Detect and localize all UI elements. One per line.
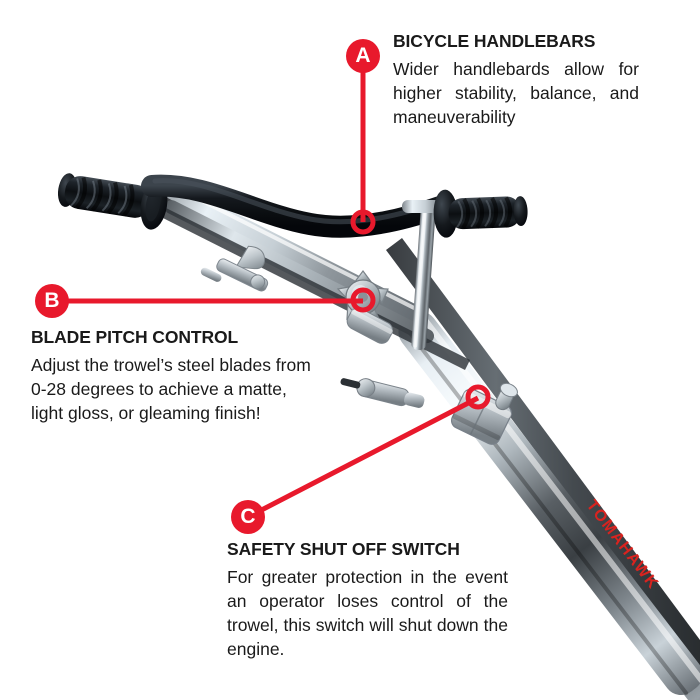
callout-marker-c[interactable]: C [231,500,265,534]
callout-body-c: For greater protection in the event an o… [227,567,508,659]
pitch-linkage-bracket [200,245,269,292]
callout-body-a: Wider handlebards allow for higher stabi… [393,59,639,127]
callout-title-a: BICYCLE HANDLEBARS [393,31,596,51]
callout-marker-b[interactable]: B [35,284,69,318]
callout-title-b: BLADE PITCH CONTROL [31,327,239,347]
callout-marker-a[interactable]: A [346,39,380,73]
right-handlebar-grip [433,189,528,238]
adjuster-fitting [340,378,425,408]
knob-collar [346,307,393,344]
callout-title-c: SAFETY SHUT OFF SWITCH [227,539,460,559]
callout-body-b: Adjust the trowel’s steel blades from 0-… [31,355,311,423]
handlebar-crossbar [141,174,451,238]
